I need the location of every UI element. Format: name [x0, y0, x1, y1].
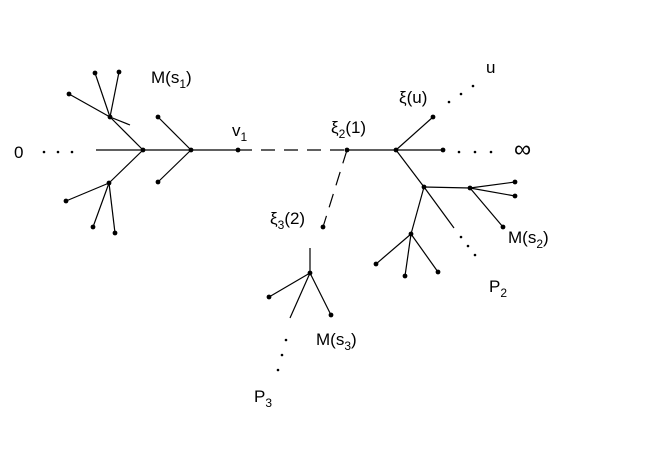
dashed-edge-xi2-xi3: [322, 149, 348, 228]
ellipsis-u: [447, 84, 475, 104]
edge: [94, 72, 111, 118]
edge: [109, 116, 131, 126]
label-infinity: ∞: [514, 136, 531, 163]
node: [106, 180, 112, 186]
node: [188, 147, 194, 153]
cluster-m-s3: [268, 248, 332, 319]
edge: [309, 272, 332, 316]
node: [328, 312, 334, 318]
edge: [404, 233, 412, 277]
label-m-s3: M(s3): [316, 330, 357, 353]
edge: [157, 116, 192, 151]
node: [140, 147, 146, 153]
edge: [109, 71, 120, 118]
edge: [410, 233, 439, 273]
node-xi2: [344, 147, 350, 153]
edge-to-xi-u: [395, 116, 434, 151]
edge: [410, 186, 425, 235]
node: [116, 69, 122, 75]
node: [90, 224, 96, 230]
edge: [108, 149, 144, 184]
edge: [469, 181, 516, 189]
edge: [109, 116, 144, 151]
cluster-mid-left: [157, 116, 192, 183]
node-xi3: [320, 224, 326, 230]
node: [393, 147, 399, 153]
node: [107, 114, 113, 120]
edge: [375, 233, 412, 265]
node: [408, 231, 414, 237]
label-zero: 0: [14, 143, 23, 162]
node: [266, 294, 272, 300]
edge: [423, 186, 471, 189]
edge-to-lower-right: [395, 149, 425, 188]
node: [467, 185, 473, 191]
edge: [268, 272, 311, 298]
cluster-m-s1: [68, 71, 144, 151]
label-p3: P3: [254, 387, 272, 410]
edge: [65, 182, 110, 202]
node: [155, 179, 161, 185]
edge: [469, 187, 516, 197]
node-xi-u: [430, 114, 436, 120]
node: [440, 147, 446, 153]
node: [512, 193, 518, 199]
node: [435, 269, 441, 275]
nodes: [63, 69, 518, 318]
ellipsis-right: [457, 150, 493, 154]
edge: [108, 182, 116, 234]
label-m-s1: M(s1): [151, 68, 192, 91]
ellipsis-p2: [459, 235, 477, 257]
cluster-m-s2: [375, 181, 516, 277]
node: [66, 91, 72, 97]
node: [63, 198, 69, 204]
label-xi3: ξ3(2): [270, 209, 305, 232]
edge: [469, 187, 504, 228]
node: [307, 270, 313, 276]
label-xi2: ξ2(1): [331, 118, 366, 141]
node-v1: [235, 147, 241, 153]
edge: [289, 272, 311, 319]
label-v1: v1: [232, 121, 248, 144]
ellipsis-left: [42, 150, 74, 154]
edge: [423, 186, 455, 229]
edge: [92, 182, 110, 228]
node: [500, 224, 506, 230]
label-xi-u: ξ(u): [399, 88, 427, 107]
node: [373, 261, 379, 267]
node: [402, 273, 408, 279]
edge: [68, 93, 111, 118]
label-m-s2: M(s2): [508, 228, 549, 251]
node: [512, 179, 518, 185]
cluster-left-lower: [65, 149, 144, 234]
ellipsis-p3: [276, 338, 288, 372]
edge: [157, 149, 192, 183]
node: [155, 114, 161, 120]
label-p2: P2: [489, 277, 507, 300]
label-u: u: [486, 58, 495, 77]
node: [112, 230, 118, 236]
node: [421, 184, 427, 190]
node: [92, 70, 98, 76]
